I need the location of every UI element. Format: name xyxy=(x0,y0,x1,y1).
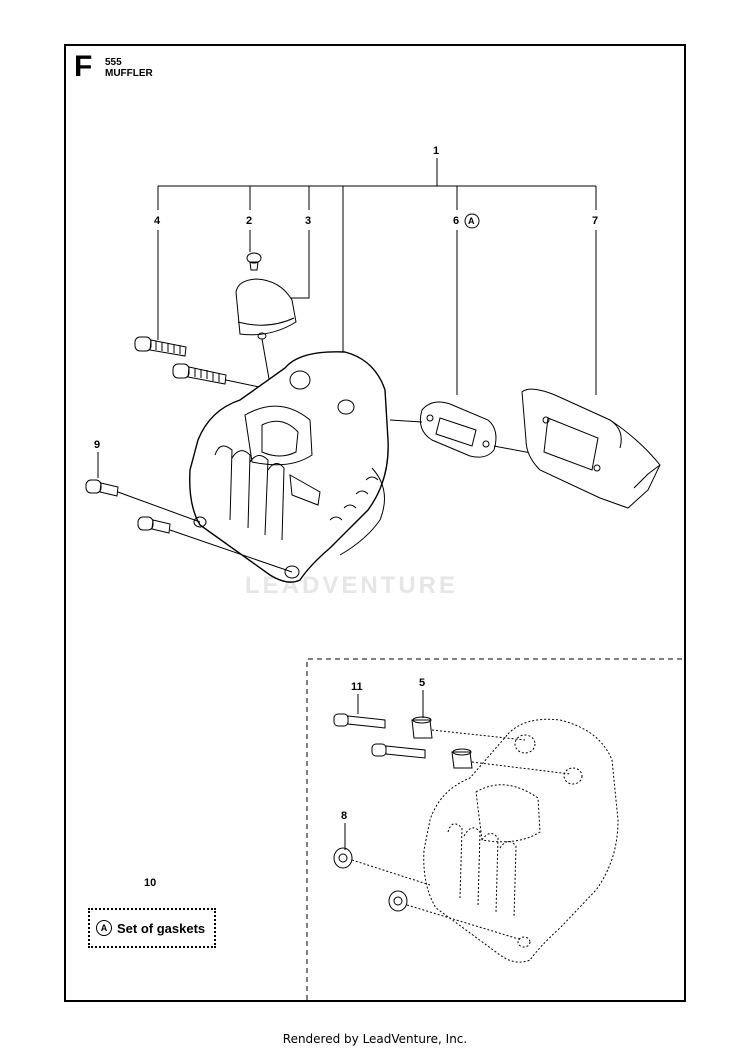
legend-text: Set of gaskets xyxy=(117,920,206,936)
callout-6: 6 xyxy=(453,215,460,227)
callout-9: 9 xyxy=(94,439,101,451)
sleeve-icon xyxy=(451,748,571,775)
model-number: 555 xyxy=(105,57,122,68)
callout-8: 8 xyxy=(341,810,348,822)
diagram-title: MUFFLER xyxy=(105,68,153,79)
legend-box: A Set of gaskets xyxy=(88,908,216,948)
bolt-icon xyxy=(137,516,293,573)
callout-10: 10 xyxy=(144,877,157,889)
screw-icon xyxy=(246,252,262,271)
callout-4: 4 xyxy=(154,215,161,227)
gasket-set-marker-icon: A xyxy=(96,920,112,936)
diagram-frame xyxy=(64,44,686,1002)
bolt-icon xyxy=(134,336,187,357)
muffler-body-outline-icon xyxy=(423,718,619,963)
washer-icon xyxy=(388,890,523,941)
washer-icon xyxy=(333,847,431,886)
bolt-icon xyxy=(371,743,426,759)
callout-2: 2 xyxy=(246,215,253,227)
section-letter: F xyxy=(74,50,93,83)
muffler-body-icon xyxy=(189,351,389,583)
callout-3: 3 xyxy=(305,215,312,227)
callout-11: 11 xyxy=(351,681,363,693)
callout-7: 7 xyxy=(592,215,599,227)
gasket-set-marker xyxy=(464,213,480,229)
bolt-icon xyxy=(85,479,201,523)
callout-tree-1 xyxy=(157,158,597,355)
bolt-icon xyxy=(333,713,386,729)
callout-1: 1 xyxy=(433,145,440,157)
deflector-plate-icon xyxy=(521,388,661,509)
footer-credit: Rendered by LeadVenture, Inc. xyxy=(282,1032,468,1046)
sleeve-icon xyxy=(411,716,526,741)
callout-6-marker-letter: A xyxy=(468,216,475,226)
callout-5: 5 xyxy=(419,677,426,689)
